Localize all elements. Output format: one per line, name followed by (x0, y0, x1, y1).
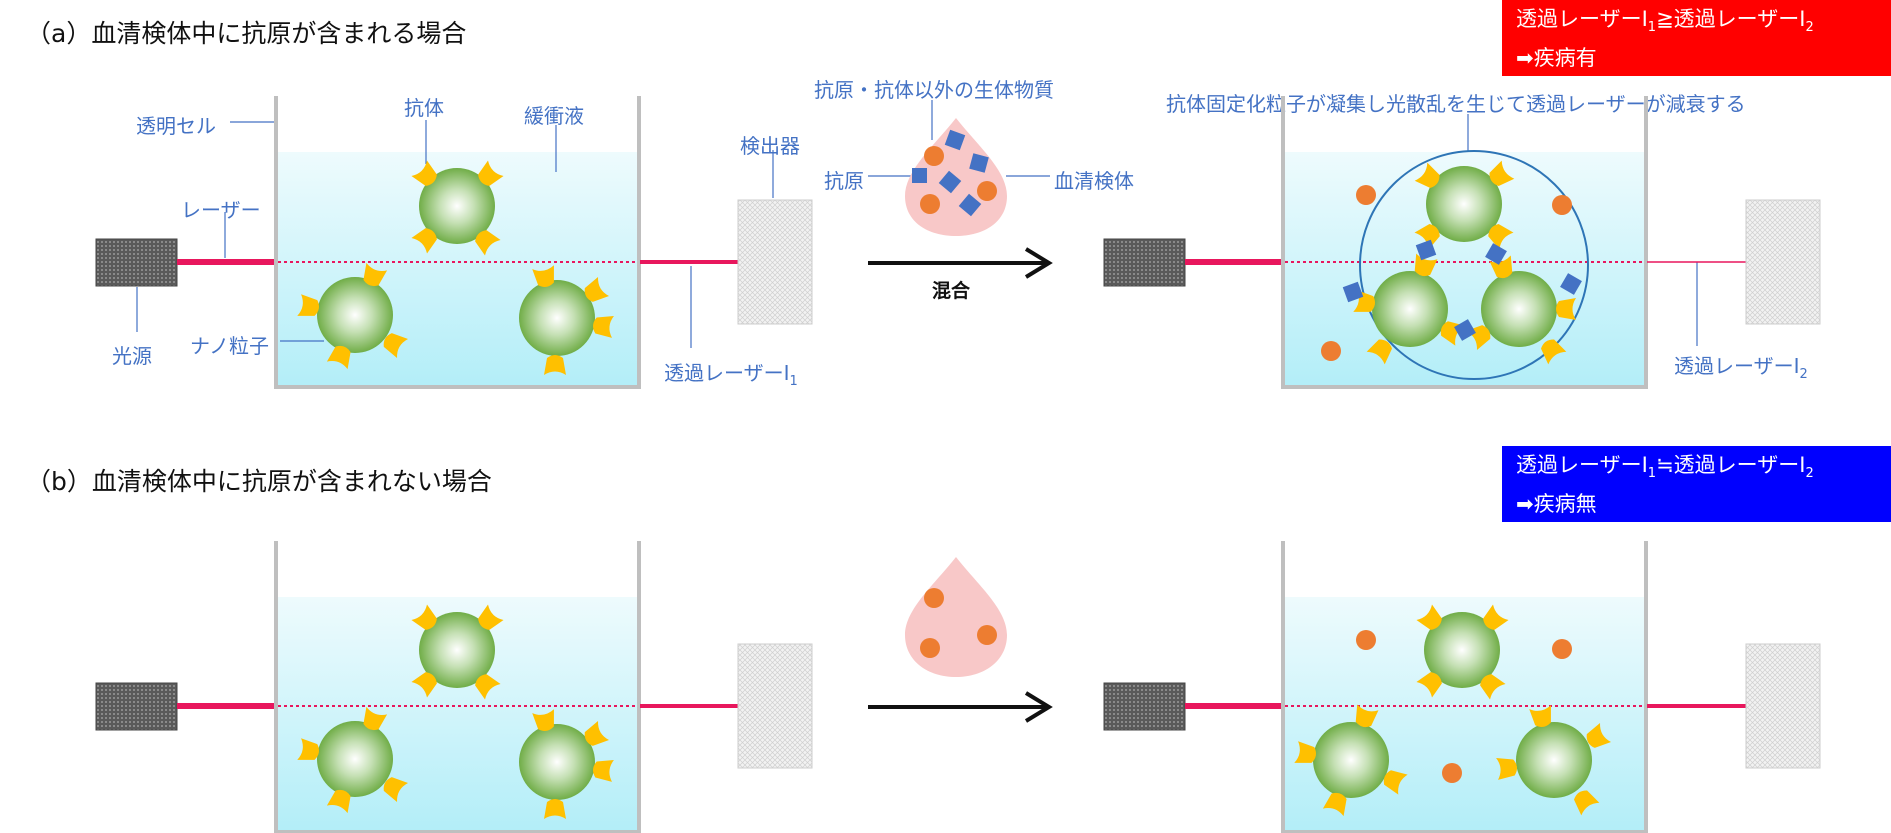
substance-b6 (1442, 763, 1462, 783)
substance-b1 (924, 588, 944, 608)
scatter-circle (1359, 150, 1589, 380)
substance-a4 (1356, 185, 1376, 205)
antigen-a7 (1485, 243, 1507, 265)
light-source-b (95, 682, 178, 731)
antigen-a6 (1415, 239, 1437, 261)
label-antigen: 抗原 (824, 169, 864, 193)
label-transmitted-1: 透過レーザーI1 (664, 361, 798, 389)
antigen-a10 (1560, 273, 1582, 295)
result-a-formula: 透過レーザーI1≧透過レーザーI2 (1516, 7, 1814, 36)
antigen-a2 (969, 153, 989, 173)
detector-a (737, 199, 813, 325)
substance-b2 (977, 625, 997, 645)
substance-a3 (920, 194, 940, 214)
mix-arrowhead-b (1024, 691, 1053, 723)
substance-b5 (1552, 639, 1572, 659)
light-source-a2 (1103, 238, 1186, 287)
label-serum: 血清検体 (1054, 169, 1134, 193)
label-laser: レーザー (181, 198, 261, 222)
light-source-b2 (1103, 682, 1186, 731)
substance-a2 (977, 181, 997, 201)
label-aggregation: 抗体固定化粒子が凝集し光散乱を生じて透過レーザーが減衰する (1166, 92, 1746, 116)
transparent-cell-a (274, 96, 641, 389)
result-b-formula: 透過レーザーI1≒透過レーザーI2 (1516, 453, 1814, 482)
antigen-a8 (1342, 281, 1364, 303)
aggregated-particle-1 (1414, 160, 1515, 250)
label-antibody: 抗体 (404, 96, 444, 120)
antigen-a9 (1454, 319, 1476, 341)
antigen-a1 (944, 129, 966, 151)
particle-b1 (411, 604, 504, 700)
detector-a2 (1745, 199, 1821, 325)
label-cell: 透明セル (136, 114, 216, 138)
label-transmitted-2: 透過レーザーI2 (1674, 354, 1808, 382)
transparent-cell-b2 (1281, 541, 1648, 833)
label-other-substances: 抗原・抗体以外の生体物質 (814, 78, 1054, 102)
antigen-a3 (912, 168, 927, 183)
result-box-b: 透過レーザーI1≒透過レーザーI2 ➡疾病無 (1502, 446, 1891, 522)
pointer-lines-a (136, 100, 1698, 348)
substance-b4 (1356, 630, 1376, 650)
transparent-cell-a2 (1281, 96, 1648, 389)
antigen-a4 (938, 170, 962, 194)
result-b-conclusion: ➡疾病無 (1516, 492, 1597, 517)
result-box-a: 透過レーザーI1≧透過レーザーI2 ➡疾病有 (1502, 0, 1891, 76)
substance-a5 (1552, 195, 1572, 215)
panel-a-heading: （a）血清検体中に抗原が含まれる場合 (26, 19, 467, 48)
label-buffer: 緩衝液 (524, 104, 584, 128)
substance-b3 (920, 638, 940, 658)
particle-a1 (411, 160, 504, 256)
result-a-conclusion: ➡疾病有 (1516, 46, 1597, 71)
light-source-a (95, 238, 178, 287)
serum-drop-b (905, 557, 1007, 677)
label-mix: 混合 (932, 280, 971, 302)
substance-a6 (1321, 341, 1341, 361)
particle-b4 (1416, 604, 1509, 700)
detector-b (737, 643, 813, 769)
substance-a1 (924, 146, 944, 166)
transparent-cell-b (274, 541, 641, 833)
mix-arrowhead-a (1024, 247, 1053, 279)
label-nanoparticle: ナノ粒子 (190, 334, 269, 358)
antigen-a5 (958, 193, 982, 217)
label-detector: 検出器 (740, 134, 800, 158)
detector-b2 (1745, 643, 1821, 769)
label-light-source: 光源 (112, 344, 152, 368)
panel-b-heading: （b）血清検体中に抗原が含まれない場合 (26, 467, 492, 496)
